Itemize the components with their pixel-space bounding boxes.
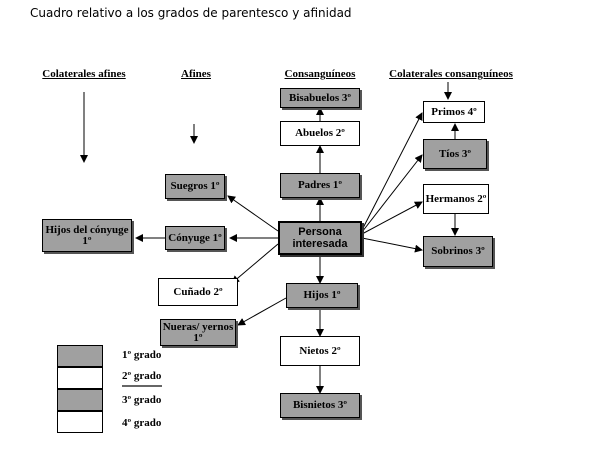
arrow-persona-cunado — [231, 243, 279, 284]
legend-label-1: 1º grado — [122, 349, 162, 361]
legend-swatch-3 — [57, 389, 103, 411]
node-nueras-yernos: Nueras/ yernos 1º — [160, 319, 236, 346]
node-bisnietos: Bisnietos 3º — [280, 393, 360, 418]
node-bisabuelos: Bisabuelos 3º — [280, 88, 360, 108]
legend-label-3: 3º grado — [122, 394, 162, 406]
node-padres: Padres 1º — [280, 173, 360, 198]
node-nietos: Nietos 2º — [280, 336, 360, 366]
header-colaterales-consanguineos: Colaterales consanguíneos — [389, 68, 513, 80]
node-conyuge: Cónyuge 1º — [165, 226, 225, 250]
node-persona-interesada: Persona interesada — [278, 221, 362, 255]
header-colaterales-afines: Colaterales afines — [42, 68, 126, 80]
legend-swatch-1 — [57, 345, 103, 367]
node-cunado: Cuñado 2º — [158, 278, 238, 306]
node-tios: Tíos 3º — [423, 139, 487, 169]
diagram-title: Cuadro relativo a los grados de parentes… — [30, 6, 352, 20]
node-abuelos: Abuelos 2º — [280, 121, 360, 146]
arrow-persona-tios — [361, 154, 423, 233]
legend-label-2: 2º grado — [122, 370, 162, 382]
arrow-persona-hermanos — [361, 201, 423, 235]
node-hijos-conyuge: Hijos del cónyuge 1º — [42, 219, 132, 252]
node-sobrinos: Sobrinos 3º — [423, 236, 493, 267]
header-afines: Afines — [181, 68, 211, 80]
header-consanguineos: Consanguíneos — [284, 68, 356, 80]
arrow-hijos-nueras — [237, 297, 287, 326]
arrow-persona-sobrinos — [361, 237, 423, 253]
legend-label-4: 4º grado — [122, 417, 162, 429]
node-suegros: Suegros 1º — [165, 174, 225, 199]
legend-swatch-4 — [57, 411, 103, 433]
legend-swatch-2 — [57, 367, 103, 389]
node-hermanos: Hermanos 2º — [423, 184, 489, 214]
arrow-persona-suegros — [227, 195, 279, 232]
node-primos: Primos 4º — [423, 101, 485, 123]
arrow-persona-primos — [361, 112, 423, 231]
node-hijos: Hijos 1º — [286, 283, 358, 308]
